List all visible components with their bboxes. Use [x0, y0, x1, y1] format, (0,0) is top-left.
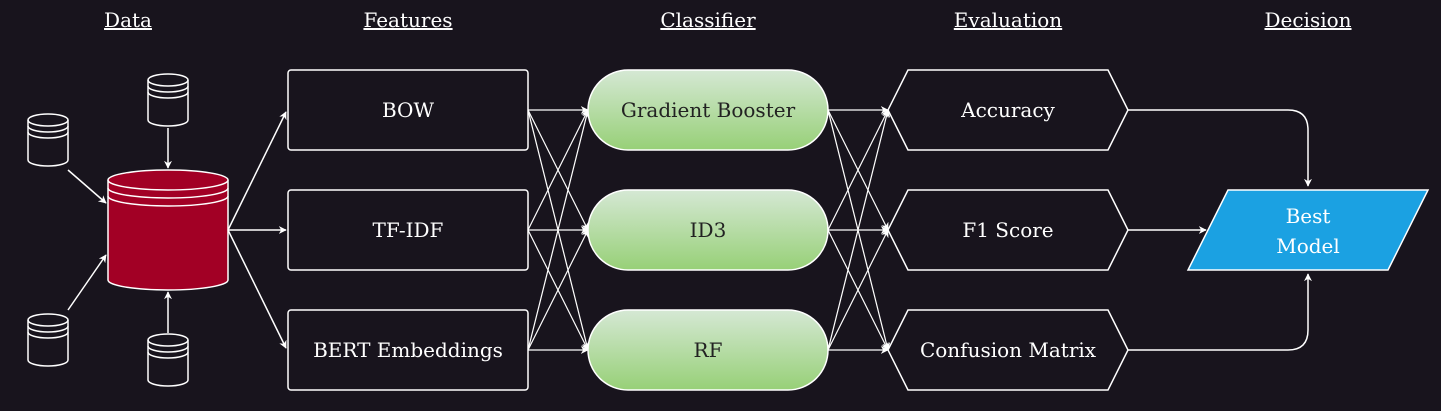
decision-label-line2: Model	[1276, 234, 1340, 258]
feature-label-bert: BERT Embeddings	[313, 338, 503, 362]
feature-label-tfidf: TF-IDF	[373, 218, 444, 242]
arrow-source-upper-left	[67, 169, 107, 204]
feature-box-bow: BOW	[287, 69, 529, 151]
source-database-lower-left	[27, 313, 69, 367]
evaluation-hex-confusion: Confusion Matrix	[887, 309, 1129, 391]
central-database	[107, 169, 229, 291]
feature-box-bert: BERT Embeddings	[287, 309, 529, 391]
classifier-pill-rf: RF	[587, 309, 829, 391]
source-database-bottom	[147, 333, 189, 387]
decision-best-model: Best Model	[1186, 189, 1430, 271]
evaluation-column: Accuracy F1 Score Confusion Matrix	[887, 69, 1129, 391]
classifier-to-evaluation-arrows	[827, 106, 891, 354]
evaluation-label-confusion: Confusion Matrix	[920, 338, 1097, 362]
classifier-pill-gradient-booster: Gradient Booster	[587, 69, 829, 151]
classifier-label-id3: ID3	[690, 218, 727, 242]
header-evaluation: Evaluation	[954, 8, 1062, 32]
feature-column: BOW TF-IDF BERT Embeddings	[287, 69, 529, 391]
decision-label-line1: Best	[1286, 204, 1331, 228]
classifier-pill-id3: ID3	[587, 189, 829, 271]
feature-to-classifier-arrows	[527, 106, 591, 354]
feature-box-tfidf: TF-IDF	[287, 189, 529, 271]
arrow-confusion-decision	[1128, 273, 1312, 351]
classifier-label-gradient-booster: Gradient Booster	[621, 98, 796, 122]
source-database-top	[147, 73, 189, 127]
evaluation-label-f1: F1 Score	[962, 218, 1053, 242]
header-data: Data	[104, 8, 152, 32]
evaluation-to-decision-arrows	[1128, 109, 1312, 351]
header-classifier: Classifier	[660, 8, 756, 32]
source-database-upper-left	[27, 113, 69, 167]
arrow-db-bert	[227, 229, 287, 349]
evaluation-label-accuracy: Accuracy	[960, 98, 1055, 122]
feature-label-bow: BOW	[382, 98, 434, 122]
column-headers: Data Features Classifier Evaluation Deci…	[104, 8, 1352, 32]
source-arrows	[67, 128, 172, 333]
evaluation-hex-f1: F1 Score	[887, 189, 1129, 271]
arrow-source-lower-left	[67, 254, 107, 311]
database-to-feature-arrows	[227, 111, 287, 349]
evaluation-hex-accuracy: Accuracy	[887, 69, 1129, 151]
header-features: Features	[363, 8, 452, 32]
arrow-accuracy-decision	[1128, 109, 1312, 187]
classifier-label-rf: RF	[694, 338, 723, 362]
arrow-db-bow	[227, 111, 287, 231]
header-decision: Decision	[1264, 8, 1351, 32]
classifier-column: Gradient Booster ID3 RF	[587, 69, 829, 391]
